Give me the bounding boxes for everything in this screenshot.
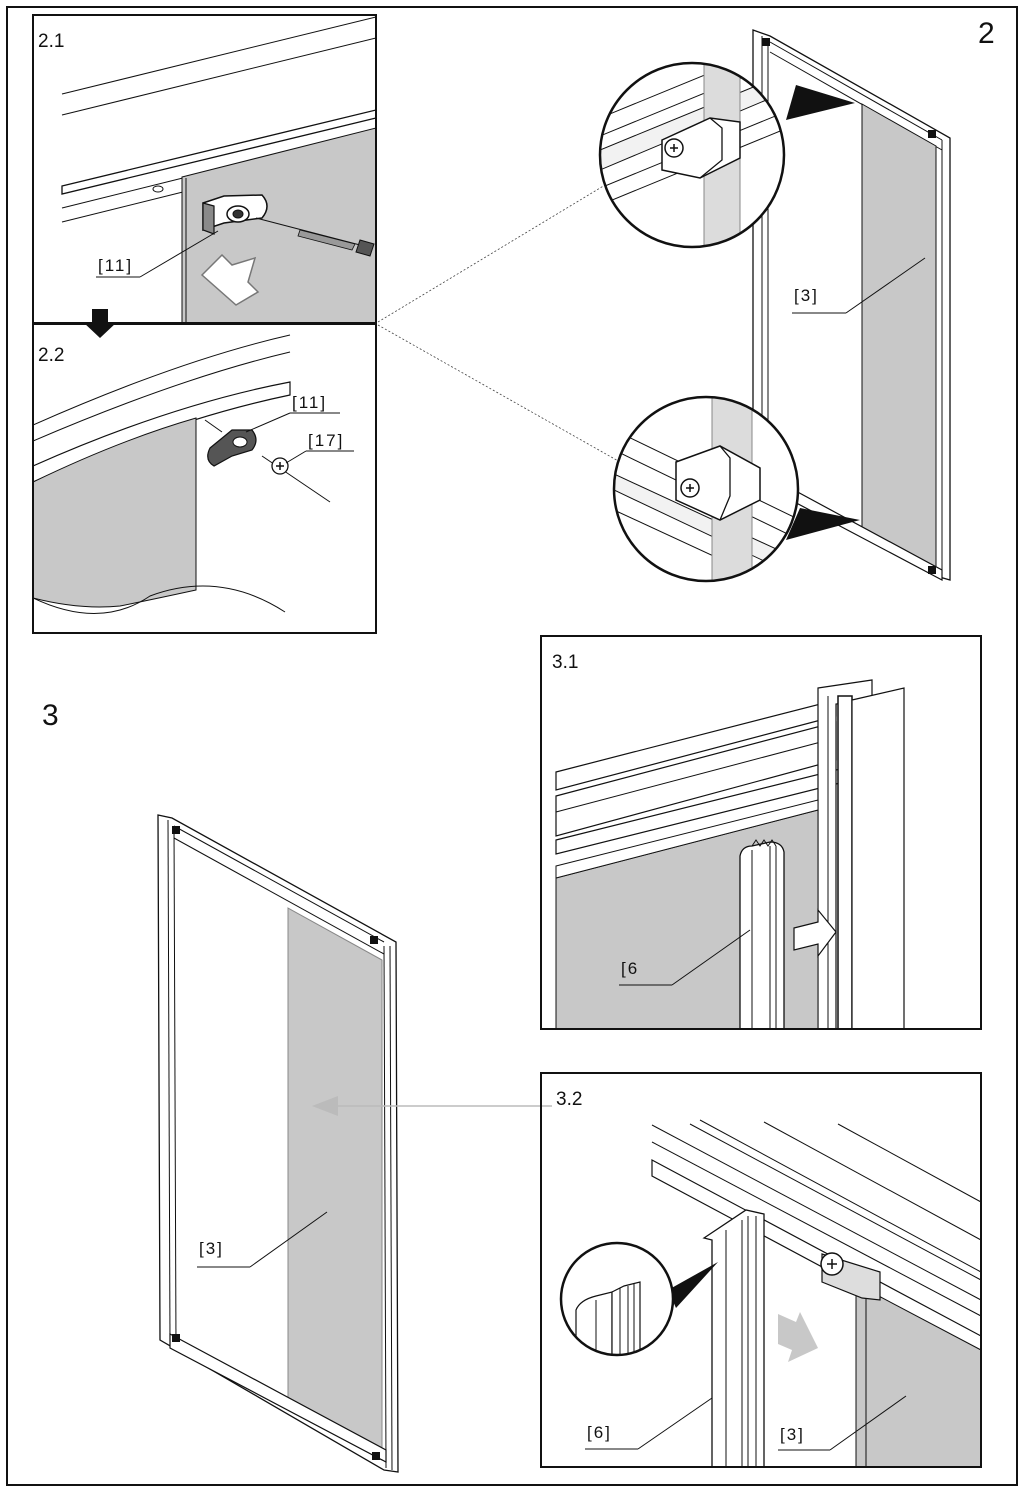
step-label-2-2: 2.2: [38, 345, 64, 366]
panel-3-2: 3.2 [6] [3]: [540, 1072, 982, 1468]
step-number-2: 2: [978, 17, 995, 50]
zoom-circle-top: [598, 61, 786, 249]
zoom-circle-seal: [559, 1241, 675, 1357]
panel-3-1: 3.1 [6: [540, 635, 982, 1030]
part-label-17: [17]: [308, 431, 344, 450]
step-label-2-1: 2.1: [38, 31, 64, 52]
part-label-6-b: [6]: [587, 1423, 612, 1442]
panel-2-1: 2.1 [11]: [32, 14, 377, 324]
part-label-3-top: [3]: [794, 286, 819, 305]
part-label-3-bottom: [3]: [199, 1239, 224, 1258]
part-label-6-a: [6: [621, 959, 639, 978]
part-label-3-detail: [3]: [780, 1425, 805, 1444]
zoom-circle-bottom: [612, 395, 800, 583]
door-panel-step-3: [157, 814, 399, 1473]
step-number-3: 3: [42, 699, 59, 732]
step-label-3-1: 3.1: [552, 652, 578, 673]
step-label-3-2: 3.2: [556, 1089, 582, 1110]
part-label-11-b: [11]: [292, 393, 327, 412]
panel-2-2: 2.2 [11] [17]: [32, 323, 377, 634]
page-border: [6, 6, 1018, 1486]
part-label-11-a: [11]: [98, 256, 133, 275]
